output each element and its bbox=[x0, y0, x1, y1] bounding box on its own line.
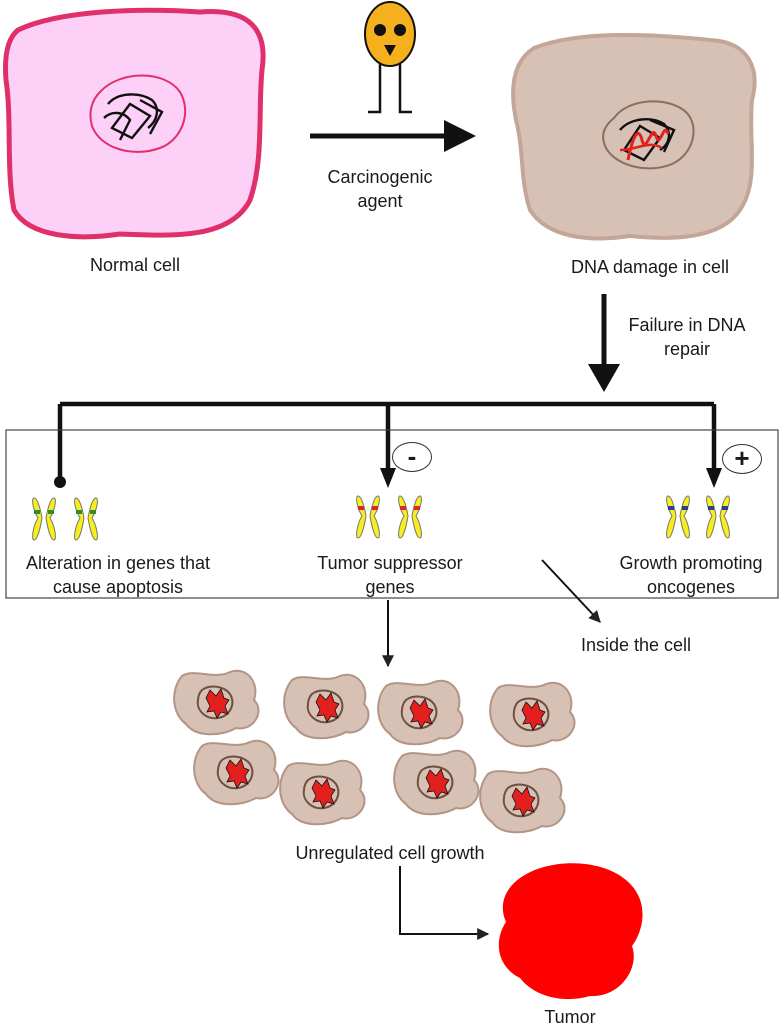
failure-repair-label-1: Failure in DNA bbox=[628, 315, 746, 335]
small-cell bbox=[283, 673, 370, 740]
oncogene-chromosomes bbox=[666, 495, 730, 539]
tumor-suppressor-label-2: genes bbox=[365, 577, 415, 597]
arrow-inside-cell bbox=[541, 559, 601, 623]
small-cell bbox=[489, 681, 576, 748]
dna-damage-label: DNA damage in cell bbox=[570, 257, 730, 277]
inside-cell-label: Inside the cell bbox=[580, 635, 692, 655]
small-cell bbox=[393, 749, 480, 816]
small-cell bbox=[173, 669, 260, 736]
small-cell bbox=[377, 679, 464, 746]
apoptosis-label-2: cause apoptosis bbox=[52, 577, 184, 597]
small-cell bbox=[193, 739, 280, 806]
normal-cell bbox=[3, 7, 266, 240]
carcinogenic-agent-label-2: agent bbox=[357, 191, 403, 211]
carcinogenic-agent-icon bbox=[364, 1, 416, 114]
apoptosis-chromosomes bbox=[32, 497, 98, 541]
tumor-suppressor-chromosomes bbox=[356, 495, 422, 539]
apoptosis-label-1: Alteration in genes that bbox=[25, 553, 211, 573]
cell-cluster bbox=[173, 669, 576, 834]
small-cell bbox=[479, 767, 566, 834]
damaged-cell bbox=[511, 32, 757, 241]
tumor-suppressor-label-1: Tumor suppressor bbox=[317, 553, 463, 573]
arrow-to-tumor bbox=[399, 866, 490, 940]
tumor-shape bbox=[498, 863, 643, 1000]
carcinogenic-agent-label-1: Carcinogenic bbox=[327, 167, 433, 187]
small-cell bbox=[279, 759, 366, 826]
oncogenes-label-1: Growth promoting bbox=[619, 553, 763, 573]
tumor-label: Tumor bbox=[544, 1007, 596, 1027]
plus-sign: + bbox=[722, 444, 762, 474]
inside-cell-box bbox=[5, 429, 779, 599]
normal-cell-label: Normal cell bbox=[89, 255, 181, 275]
branch-lines bbox=[57, 401, 717, 478]
oncogenes-label-2: oncogenes bbox=[646, 577, 736, 597]
nucleus-dna bbox=[103, 93, 164, 141]
failure-repair-label-2: repair bbox=[663, 339, 711, 359]
unregulated-growth-label: Unregulated cell growth bbox=[295, 843, 485, 863]
minus-sign: - bbox=[392, 442, 432, 472]
